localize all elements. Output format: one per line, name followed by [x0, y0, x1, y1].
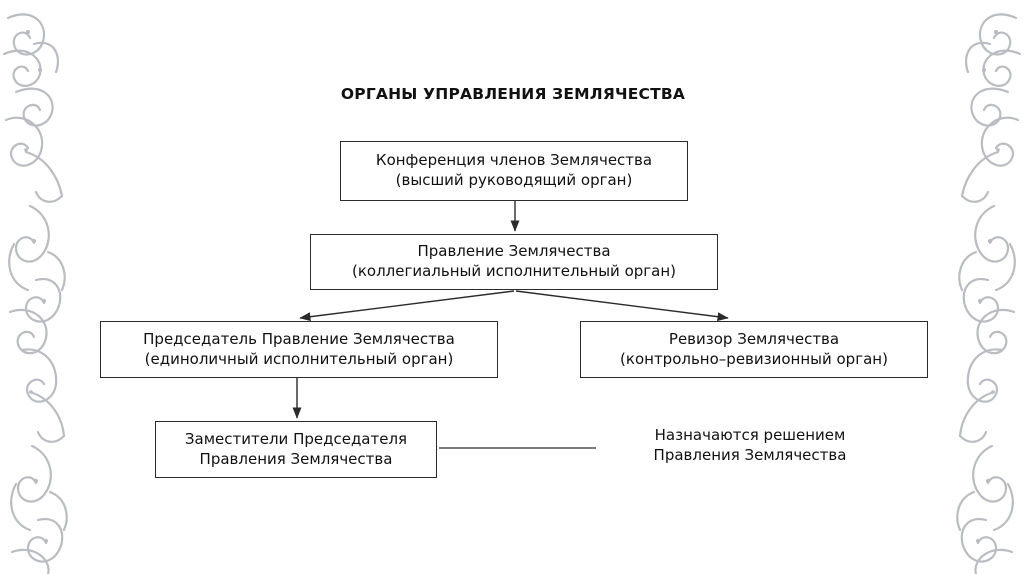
- node-deputies-line1: Заместители Председателя: [184, 429, 408, 448]
- annotation-appointed-line2: Правления Землячества: [653, 446, 847, 465]
- node-board-line1: Правление Землячества: [417, 242, 611, 261]
- node-chairman-line1: Председатель Правление Землячества: [143, 329, 455, 348]
- node-board-line2: (коллегиальный исполнительный орган): [351, 262, 677, 280]
- node-chairman[interactable]: Председатель Правление Землячества (един…: [100, 321, 498, 378]
- annotation-appointed-note: Назначаются решением Правления Землячест…: [600, 425, 900, 466]
- edge-board-to-auditor: [515, 290, 729, 322]
- node-auditor-line2: (контрольно–ревизионный орган): [620, 349, 888, 368]
- node-deputies-line2: Правления Землячества: [199, 449, 393, 468]
- node-conference-line1: Конференция членов Землячества: [375, 151, 653, 170]
- node-board[interactable]: Правление Землячества (коллегиальный исп…: [310, 234, 718, 290]
- annotation-appointed-line1: Назначаются решением: [654, 426, 846, 444]
- node-conference-line2: (высший руководящий орган): [395, 171, 633, 189]
- node-auditor[interactable]: Ревизор Землячества (контрольно–ревизион…: [580, 321, 928, 378]
- node-auditor-line1: Ревизор Землячества: [668, 329, 840, 348]
- node-conference[interactable]: Конференция членов Землячества (высший р…: [340, 141, 688, 201]
- diagram-title: ОРГАНЫ УПРАВЛЕНИЯ ЗЕМЛЯЧЕСТВА: [340, 85, 686, 103]
- node-deputies[interactable]: Заместители Председателя Правления Земля…: [155, 421, 437, 478]
- node-chairman-line2: (единоличный исполнительный орган): [144, 349, 454, 368]
- edge-board-to-chairman: [299, 290, 515, 322]
